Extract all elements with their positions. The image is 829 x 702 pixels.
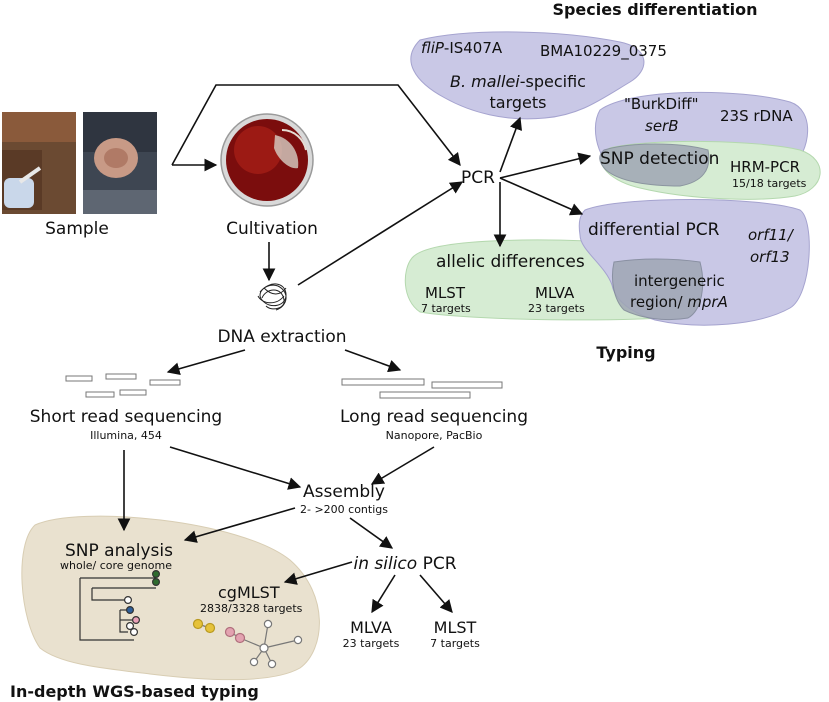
arrow-short-to-assembly (169, 446, 302, 490)
minimum-spanning-tree-icon (192, 618, 303, 669)
long-read-platforms: Nanopore, PacBio (386, 429, 483, 442)
arrow-insilico-to-cgmlst (283, 561, 353, 585)
arrow-insilico-to-mlst (419, 574, 453, 613)
wgs-mlva-targets: 23 targets (343, 637, 400, 650)
sample-photo-right (83, 112, 157, 214)
serb-label: serB (645, 117, 679, 135)
species-section-title: Species differentiation (552, 0, 757, 19)
flip-target: fliP-IS407A (421, 39, 503, 57)
snp-detection-label: SNP detection (600, 149, 719, 169)
differential-pcr-label: differential PCR (588, 220, 720, 240)
allelic-mlst-label: MLST (425, 284, 466, 302)
region-mpra-label: region/ mprA (630, 293, 728, 311)
short-reads-icon (65, 373, 181, 398)
short-read-label: Short read sequencing (30, 407, 222, 427)
allelic-diffpcr-overlap-blob (611, 258, 704, 321)
arrow-assembly-to-snp (183, 507, 296, 543)
wgs-mlva-label: MLVA (350, 618, 392, 637)
arrow-sample-to-pcr (171, 84, 461, 167)
wgs-section-title: In-depth WGS-based typing (10, 682, 259, 701)
burkdiff-label: "BurkDiff" (624, 95, 699, 113)
arrow-dna-to-pcr (297, 181, 464, 286)
arrow-pcr-to-diffpcr (499, 177, 584, 216)
assembly-contigs: 2- >200 contigs (300, 503, 388, 516)
assembly-label: Assembly (303, 482, 385, 502)
hrm-pcr-label: HRM-PCR (730, 158, 800, 176)
arrow-dna-to-short (166, 349, 246, 375)
snp-analysis-label: SNP analysis (65, 541, 173, 561)
allelic-differences-label: allelic differences (436, 252, 585, 272)
allelic-mlva-targets: 23 targets (528, 302, 585, 315)
wgs-mlst-targets: 7 targets (430, 637, 480, 650)
bma-target: BMA10229_0375 (540, 42, 667, 61)
dna-extraction-label: DNA extraction (217, 327, 346, 347)
arrow-long-to-assembly (370, 446, 435, 485)
insilico-pcr-label: in silico PCR (353, 554, 456, 574)
species-specific-blob (410, 31, 645, 120)
arrow-pcr-to-species (499, 116, 523, 173)
sample-label: Sample (45, 219, 109, 239)
long-read-label: Long read sequencing (340, 407, 528, 427)
snp-overlap-blob (599, 143, 710, 187)
wgs-mlst-label: MLST (434, 618, 477, 637)
snp-analysis-sub: whole/ core genome (60, 559, 172, 572)
typing-section-title: Typing (596, 343, 655, 362)
cgmlst-label: cgMLST (218, 583, 280, 602)
rdna-label: 23S rDNA (720, 107, 793, 125)
arrows (117, 84, 592, 614)
cgmlst-targets: 2838/3328 targets (200, 602, 303, 615)
hrm-targets-label: 15/18 targets (732, 177, 807, 190)
arrow-insilico-to-mlva (371, 574, 396, 614)
phylogenetic-tree-icon (79, 569, 161, 641)
petri-dish-icon (220, 113, 314, 207)
intergenic-label: intergeneric (634, 272, 725, 290)
long-reads-icon (341, 378, 503, 399)
orf13-label: orf13 (750, 248, 790, 266)
arrow-assembly-to-insilico (349, 517, 394, 549)
bmallei-targets-label: targets (490, 93, 547, 112)
orf11-label: orf11/ (748, 226, 795, 244)
pcr-label: PCR (461, 168, 495, 188)
bmallei-specific-label: B. mallei-specific (450, 72, 586, 91)
cultivation-label: Cultivation (226, 219, 318, 239)
sample-photo-left (2, 112, 76, 214)
allelic-mlva-label: MLVA (535, 284, 575, 302)
arrow-pcr-to-snp (499, 152, 592, 179)
short-read-platforms: Illumina, 454 (90, 429, 162, 442)
allelic-mlst-targets: 7 targets (421, 302, 471, 315)
arrow-dna-to-long (344, 349, 402, 373)
dna-tangle-icon (257, 283, 287, 311)
